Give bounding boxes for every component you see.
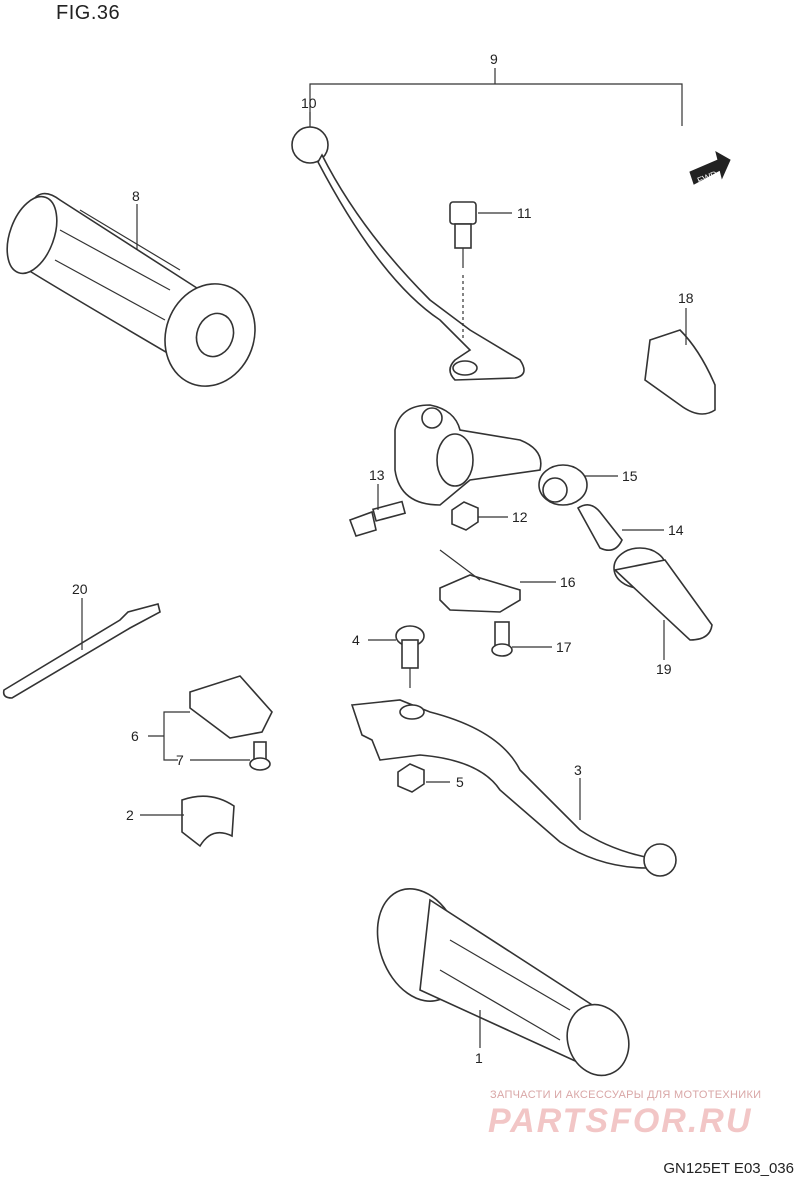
part-18-boot [644,329,716,415]
label-5: 5 [456,774,464,790]
label-14: 14 [668,522,684,538]
callout-numbers: 9 10 8 11 18 15 13 12 14 16 20 4 17 19 6… [72,51,694,1066]
part-13-bolt [348,500,407,537]
label-15: 15 [622,468,638,484]
fwd-arrow-icon: FWD [689,150,731,186]
part-11-pivot-bolt [449,201,477,340]
part-3-brake-lever [350,699,677,877]
label-20: 20 [72,581,88,597]
label-1: 1 [475,1050,483,1066]
part-7-screw [249,741,271,771]
part-19-cable-boot [613,547,713,641]
label-18: 18 [678,290,694,306]
group-bracket-9 [309,68,683,126]
part-4-pivot-bolt [395,625,425,688]
label-8: 8 [132,188,140,204]
watermark-subtitle: ЗАПЧАСТИ И АКСЕССУАРЫ ДЛЯ МОТОТЕХНИКИ [490,1089,762,1101]
label-19: 19 [656,661,672,677]
part-2-spacer [181,795,235,848]
part-12-nut [451,501,479,531]
label-11: 11 [517,205,532,221]
label-9: 9 [490,51,498,67]
part-1-throttle-grip [376,888,630,1077]
part-14-adjuster-screw [576,504,623,551]
part-6-brake-switch [189,675,273,739]
part-17-screw [491,621,513,657]
label-6: 6 [131,728,139,744]
label-7: 7 [176,752,184,768]
label-4: 4 [352,632,360,648]
label-2: 2 [126,807,134,823]
part-10-clutch-lever [291,126,525,381]
part-20-cable-tie [2,603,161,699]
part-15-adjuster [538,464,588,506]
part-8-left-grip [6,192,256,387]
label-3: 3 [574,762,582,778]
part-16-clutch-switch [439,549,521,613]
label-17: 17 [556,639,572,655]
leader-lines [81,112,687,1048]
figure-code: GN125ET E03_036 [663,1160,794,1177]
label-12: 12 [512,509,528,525]
figure-title: FIG.36 [56,2,121,24]
label-16: 16 [560,574,576,590]
label-10: 10 [301,95,317,111]
watermark-brand: PARTSFOR.RU [488,1102,753,1140]
lever-perch-housing [394,404,542,506]
part-5-nut [397,763,425,793]
label-13: 13 [369,467,385,483]
